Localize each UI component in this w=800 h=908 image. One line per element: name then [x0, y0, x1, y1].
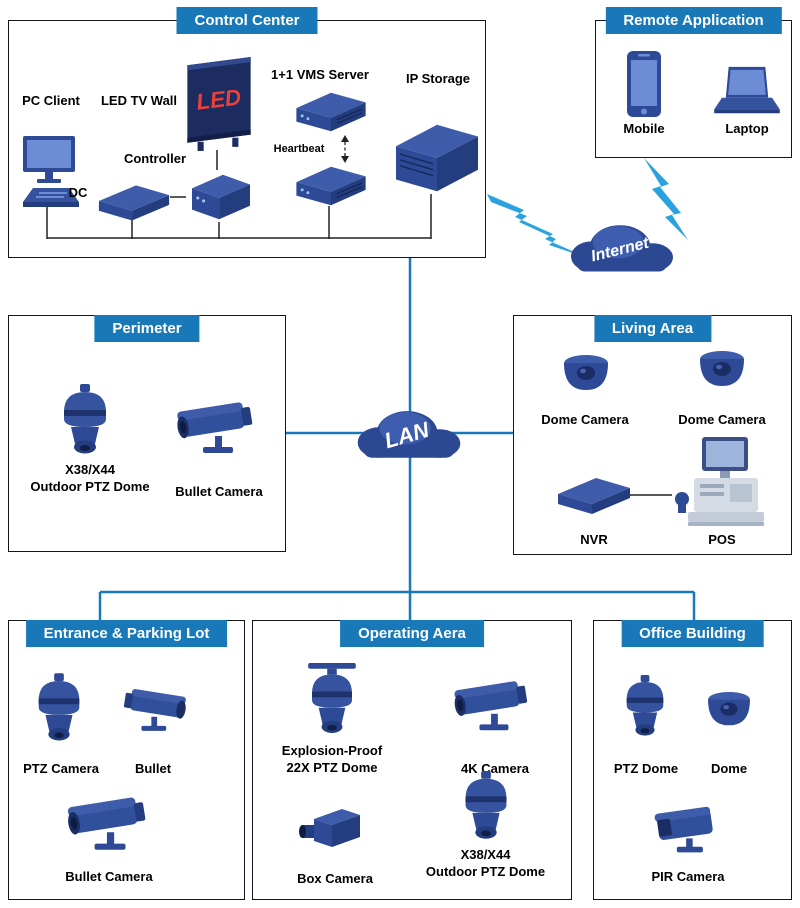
box-camera-icon — [297, 799, 367, 861]
living-area-header: Living Area — [593, 315, 712, 342]
internet-cloud: Internet — [564, 213, 680, 281]
backbone-lines — [98, 258, 696, 621]
heartbeat-label: Heartbeat — [273, 143, 325, 155]
control-center-section: Control Center PC Client LED TV Wall LED — [8, 7, 486, 258]
pir-camera-icon — [648, 803, 728, 857]
remote-application-header: Remote Application — [605, 7, 782, 34]
dome-camera-2-icon — [698, 350, 746, 392]
nvr-icon — [554, 472, 634, 518]
camera-4k-icon — [447, 677, 539, 737]
ptz-dome-icon — [618, 673, 672, 745]
bullet-camera-icon — [171, 398, 263, 460]
controller-label: Controller — [123, 151, 187, 166]
dome-icon — [706, 691, 752, 731]
pos-terminal-icon — [672, 436, 772, 534]
led-tv-wall-label: LED TV Wall — [100, 93, 178, 108]
entrance-parking-section: Entrance & Parking Lot PTZ Camera — [8, 620, 245, 900]
outdoor-ptz-dome-label: X38/X44 Outdoor PTZ Dome — [9, 462, 171, 496]
laptop-icon — [714, 65, 780, 119]
outdoor-ptz-dome-2-label: X38/X44 Outdoor PTZ Dome — [403, 847, 568, 881]
bullet-small-label: Bullet — [134, 761, 172, 776]
perimeter-section: Perimeter X38/X44 Outdoor PTZ Dome — [8, 315, 286, 552]
camera-4k-label: 4K Camera — [461, 761, 529, 776]
pos-label: POS — [708, 532, 736, 547]
perimeter-header: Perimeter — [94, 315, 200, 342]
bullet-small-icon — [115, 685, 191, 737]
outdoor-ptz-dome-label-line1: X38/X44 — [65, 462, 115, 477]
entrance-parking-header: Entrance & Parking Lot — [25, 620, 228, 647]
bullet-camera-2-icon — [61, 793, 157, 857]
box-camera-label: Box Camera — [297, 871, 373, 886]
dome-camera-1-label: Dome Camera — [541, 412, 629, 427]
living-area-section: Living Area Dome Camera Dome Camera — [513, 315, 792, 555]
dome-camera-2-label: Dome Camera — [678, 412, 766, 427]
mobile-phone-icon — [624, 49, 664, 119]
heartbeat-arrow — [341, 135, 349, 163]
ptz-camera-label: PTZ Camera — [23, 761, 99, 776]
pc-client-icon — [21, 131, 81, 211]
nvr-label: NVR — [580, 532, 608, 547]
bullet-camera-2-label: Bullet Camera — [65, 869, 153, 884]
dome-camera-1-icon — [562, 354, 610, 396]
ptz-dome-label: PTZ Dome — [613, 761, 679, 776]
ptz-camera-icon — [29, 673, 89, 749]
operating-area-section: Operating Aera Explosion-Proof 22X PTZ D… — [252, 620, 572, 900]
ip-storage-icon — [392, 117, 482, 199]
vms-server-label: 1+1 VMS Server — [271, 67, 369, 82]
led-screen-text: LED — [195, 84, 243, 114]
bullet-camera-label: Bullet Camera — [175, 484, 263, 499]
office-building-header: Office Building — [621, 620, 764, 647]
led-tv-wall-icon: LED — [181, 55, 257, 153]
outdoor-ptz-dome-icon — [53, 384, 117, 462]
controller-icon — [185, 169, 257, 227]
dc-label: DC — [68, 185, 88, 200]
outdoor-ptz-dome-2-icon — [455, 771, 517, 847]
pir-camera-label: PIR Camera — [651, 869, 725, 884]
office-building-section: Office Building PTZ Dome Dome — [593, 620, 792, 900]
mobile-label: Mobile — [623, 121, 665, 136]
pc-client-label: PC Client — [22, 93, 80, 108]
dc-device-icon — [95, 179, 173, 225]
vms-server-bottom-icon — [292, 161, 370, 211]
outdoor-ptz-dome-2-label-line2: Outdoor PTZ Dome — [425, 863, 546, 879]
laptop-label: Laptop — [725, 121, 769, 136]
dome-label: Dome — [710, 761, 748, 776]
lan-cloud: LAN — [352, 398, 466, 468]
vms-server-top-icon — [292, 87, 370, 137]
explosion-proof-label-line2: 22X PTZ Dome — [286, 759, 378, 775]
lightning-bolt-left — [487, 194, 588, 258]
device-link-lines — [46, 150, 672, 496]
lightning-bolt-right — [644, 158, 688, 240]
outdoor-ptz-dome-label-line2: Outdoor PTZ Dome — [30, 478, 150, 494]
remote-application-section: Remote Application Mobile Laptop — [595, 7, 792, 158]
ip-storage-label: IP Storage — [405, 71, 471, 86]
explosion-proof-label-line1: Explosion-Proof — [281, 743, 383, 758]
explosion-proof-ptz-label: Explosion-Proof 22X PTZ Dome — [267, 743, 397, 777]
operating-area-header: Operating Aera — [340, 620, 484, 647]
explosion-proof-ptz-icon — [299, 663, 365, 743]
control-center-header: Control Center — [176, 7, 318, 34]
outdoor-ptz-dome-2-label-line1: X38/X44 — [460, 847, 511, 862]
